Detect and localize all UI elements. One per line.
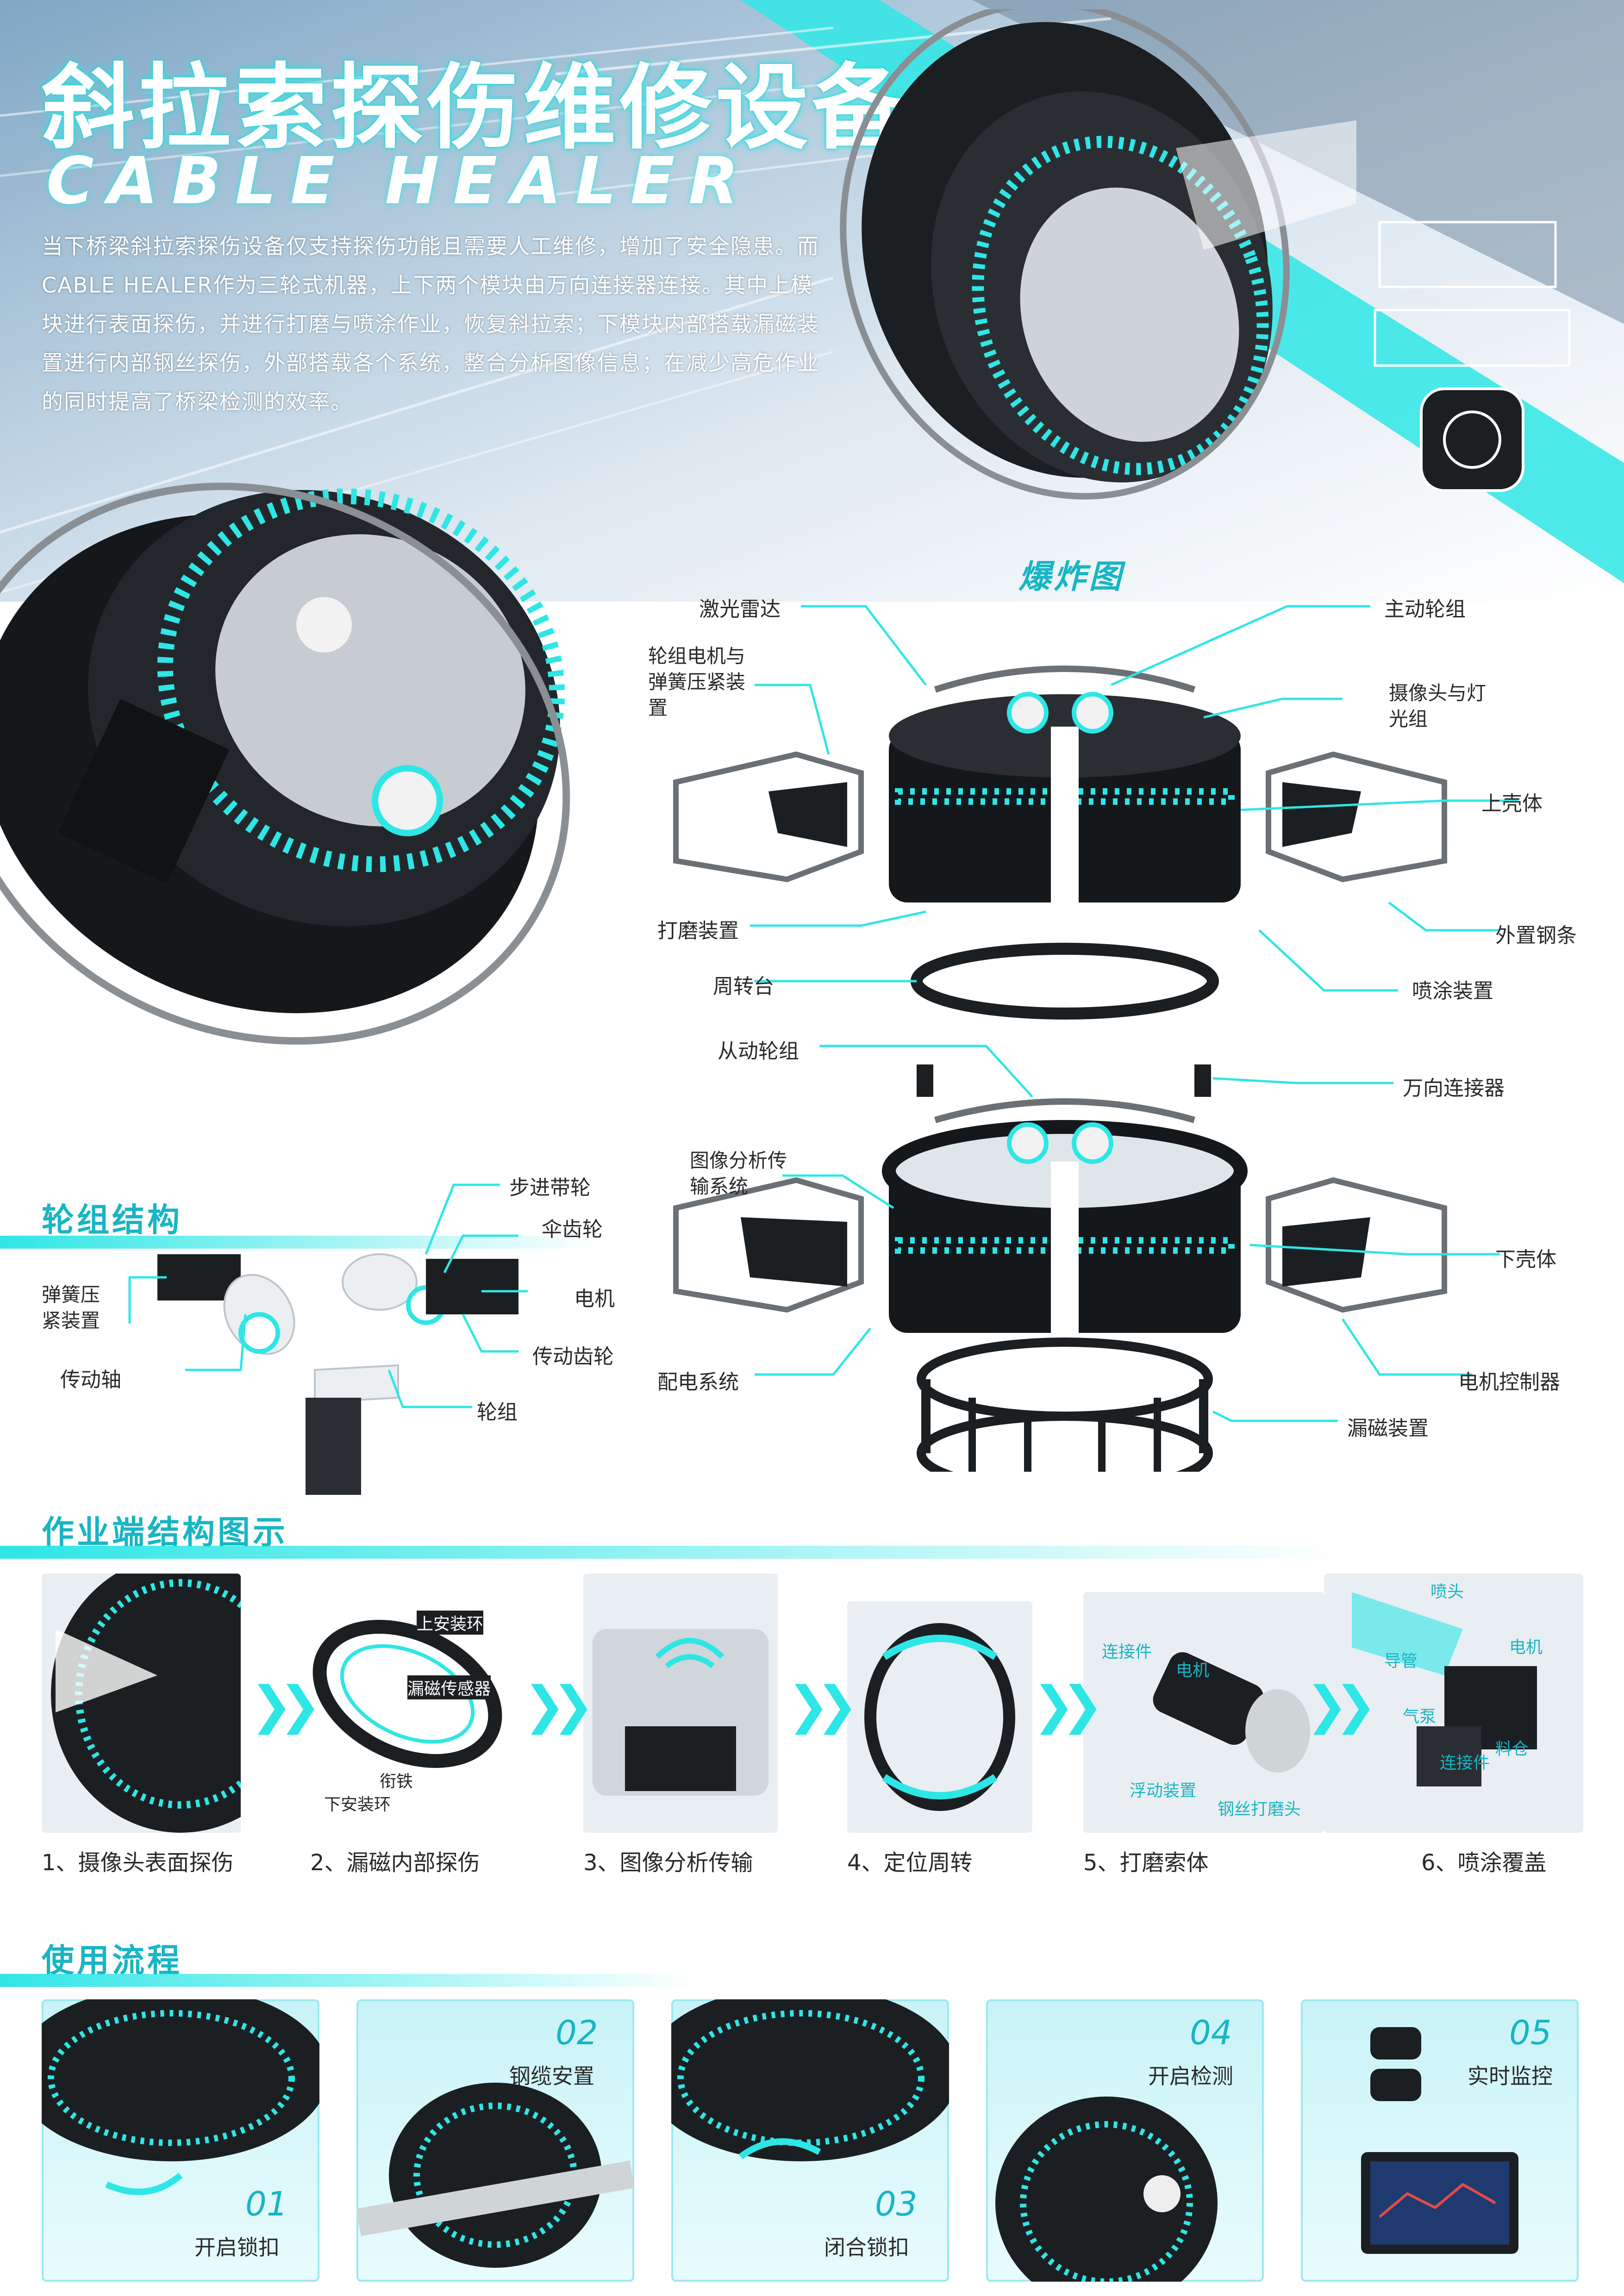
- flow-num-4: 04: [1190, 2013, 1232, 2052]
- intro-text: 当下桥梁斜拉索探伤设备仅支持探伤功能且需要人工维修，增加了安全隐患。而CABLE…: [42, 234, 819, 414]
- hero-device-render: [840, 9, 1356, 500]
- step6-tag-bin: 料仓: [1495, 1740, 1529, 1759]
- label-power-system: 配电系统: [657, 1370, 739, 1394]
- exploded-heading: 爆炸图: [1018, 558, 1124, 596]
- label-grinder: 打磨装置: [657, 919, 739, 943]
- page-title: 斜拉索探伤维修设备: [42, 54, 909, 162]
- step6-tag-motor: 电机: [1509, 1638, 1543, 1657]
- work-step-1-caption: 1、摄像头表面探伤: [42, 1850, 234, 1876]
- step5-tag-connector: 连接件: [1102, 1643, 1152, 1661]
- work-step-3-caption: 3、图像分析传输: [583, 1850, 753, 1876]
- step5-tag-float: 浮动装置: [1130, 1781, 1197, 1800]
- step6-tag-nozzle: 喷头: [1430, 1582, 1464, 1601]
- step5-tag-motor: 电机: [1176, 1661, 1210, 1680]
- flow-text-3: 闭合锁扣: [824, 2235, 909, 2260]
- work-step-5-image: [1083, 1592, 1324, 1833]
- chevron-icon: ❯❯: [787, 1675, 858, 1735]
- chevron-icon: ❯❯: [1032, 1675, 1104, 1735]
- label-driven-wheel: 从动轮组: [718, 1039, 799, 1063]
- work-heading: 作业端结构图示: [42, 1513, 288, 1551]
- flow-card-4: 04 开启检测: [986, 1999, 1264, 2282]
- label-universal-joint: 万向连接器: [1403, 1076, 1505, 1100]
- wheel-heading: 轮组结构: [42, 1201, 182, 1239]
- flow-text-5: 实时监控: [1468, 2064, 1553, 2089]
- label-outer-frame: 外置钢条: [1495, 924, 1577, 947]
- work-step-6-caption: 6、喷涂覆盖: [1421, 1850, 1547, 1876]
- step2-tag-armature: 衔铁: [380, 1772, 413, 1791]
- step5-tag-brush: 钢丝打磨头: [1218, 1800, 1301, 1819]
- chevron-icon: ❯❯: [1305, 1675, 1377, 1735]
- label-wheel-motor: 轮组电机与弹簧压紧装置: [648, 645, 746, 719]
- label-shaft: 传动轴: [60, 1368, 121, 1392]
- hero-line-drawings: [1374, 221, 1571, 492]
- step2-tag-upper-ring: 上安装环: [417, 1611, 484, 1635]
- label-lidar: 激光雷达: [699, 597, 781, 621]
- flow-text-1: 开启锁扣: [194, 2235, 280, 2260]
- label-lower-shell: 下壳体: [1495, 1248, 1556, 1271]
- hero-cable-lines: [0, 26, 833, 594]
- label-upper-shell: 上壳体: [1481, 792, 1543, 815]
- step2-tag-flux-sensor: 漏磁传感器: [407, 1675, 491, 1699]
- label-step-pulley: 步进带轮: [509, 1176, 591, 1200]
- step6-tag-connector: 连接件: [1440, 1754, 1490, 1773]
- step6-tag-tube: 导管: [1384, 1652, 1418, 1671]
- work-step-4-caption: 4、定位周转: [847, 1850, 973, 1876]
- label-spring: 弹簧压紧装置: [42, 1283, 100, 1332]
- exploded-drawing: [673, 666, 1447, 1472]
- flow-heading-bar: [0, 1974, 694, 1987]
- wheel-leader-lines: [128, 1183, 528, 1408]
- label-motor-controller: 电机控制器: [1458, 1370, 1560, 1394]
- chevron-icon: ❯❯: [523, 1675, 594, 1735]
- main-device-render: [0, 482, 570, 1045]
- step6-tag-pump: 气泵: [1403, 1707, 1437, 1726]
- flow-num-1: 01: [245, 2184, 288, 2223]
- label-drive-wheel: 主动轮组: [1384, 597, 1466, 621]
- label-flux-device: 漏磁装置: [1347, 1417, 1429, 1440]
- label-motor: 电机: [574, 1287, 615, 1311]
- label-sprayer: 喷涂装置: [1412, 979, 1493, 1003]
- label-camera: 摄像头与灯光组: [1389, 682, 1487, 730]
- flow-num-2: 02: [556, 2013, 598, 2052]
- work-step-1-image: [42, 1574, 241, 1833]
- flow-card-2: 02 钢缆安置: [356, 1999, 634, 2282]
- chevron-icon: ❯❯: [250, 1675, 321, 1735]
- page-subtitle: CABLE HEALER: [46, 143, 753, 219]
- flow-num-3: 03: [875, 2184, 918, 2223]
- work-step-2-caption: 2、漏磁内部探伤: [310, 1850, 480, 1876]
- step2-tag-lower-ring: 下安装环: [324, 1795, 391, 1814]
- work-step-6-image: [1324, 1574, 1583, 1833]
- flow-card-3: 03 闭合锁扣: [671, 1999, 949, 2282]
- wheel-heading-bar: [0, 1236, 602, 1249]
- flow-num-5: 05: [1509, 2013, 1552, 2052]
- work-heading-bar: [0, 1546, 1343, 1559]
- flow-text-2: 钢缆安置: [509, 2064, 594, 2089]
- label-image-system: 图像分析传输系统: [690, 1149, 787, 1198]
- exploded-leader-lines: [750, 605, 1518, 1422]
- flow-text-4: 开启检测: [1148, 2064, 1233, 2089]
- work-step-5-caption: 5、打磨索体: [1083, 1850, 1209, 1876]
- flow-heading: 使用流程: [42, 1941, 182, 1979]
- label-turntable: 周转台: [713, 975, 774, 998]
- label-bevel-gear: 伞齿轮: [542, 1218, 603, 1241]
- flow-card-1: 01 开启锁扣: [42, 1999, 319, 2282]
- work-step-4-image: [847, 1601, 1032, 1833]
- flow-card-5: 05 实时监控: [1301, 1999, 1579, 2282]
- label-drive-gear: 传动齿轮: [532, 1345, 614, 1369]
- wheel-drawing: [157, 1253, 518, 1495]
- work-step-3-image: [583, 1574, 778, 1833]
- label-wheel-set: 轮组: [477, 1400, 518, 1424]
